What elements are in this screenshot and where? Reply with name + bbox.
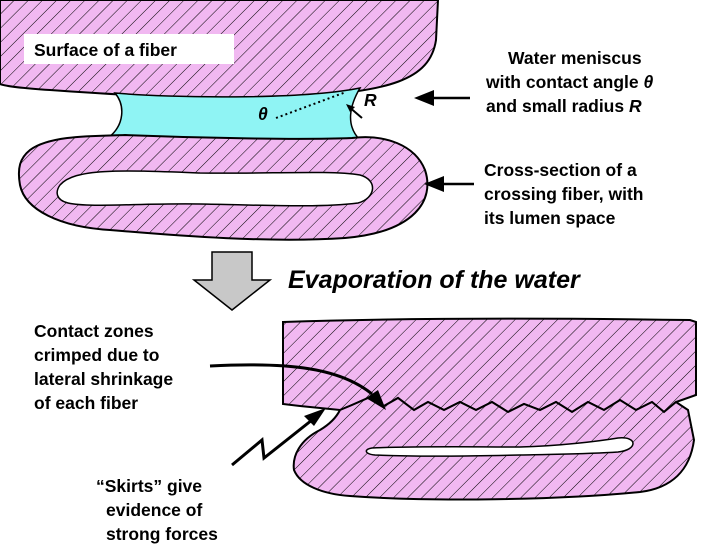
skirts-label-line-3: strong forces bbox=[106, 524, 218, 544]
contact-label-line-2: crimped due to bbox=[34, 345, 159, 365]
crossing-label-line-2: crossing fiber, with bbox=[484, 184, 643, 204]
skirts-label-line-2: evidence of bbox=[106, 500, 202, 520]
meniscus-radius-symbol: R bbox=[629, 96, 642, 116]
contact-label-line-3: lateral shrinkage bbox=[34, 369, 173, 389]
radius-symbol: R bbox=[364, 90, 377, 110]
contact-label-line-4: of each fiber bbox=[34, 393, 138, 413]
fiber-surface-label: Surface of a fiber bbox=[34, 40, 177, 60]
meniscus-label-line-3: and small radius R bbox=[486, 96, 642, 116]
meniscus-label-line-1: Water meniscus bbox=[508, 48, 642, 68]
meniscus-theta-symbol: θ bbox=[644, 72, 654, 92]
evaporation-heading: Evaporation of the water bbox=[288, 266, 581, 294]
skirts-label-line-1: “Skirts” give bbox=[96, 476, 202, 496]
meniscus-pointer-arrowhead bbox=[414, 90, 434, 106]
dried-upper-fiber bbox=[283, 319, 696, 412]
contact-label-line-1: Contact zones bbox=[34, 321, 154, 341]
lumen-space bbox=[57, 171, 372, 206]
evaporation-down-arrow bbox=[194, 252, 270, 310]
meniscus-label-line-2: with contact angle θ bbox=[485, 72, 654, 92]
crossing-label-line-1: Cross-section of a bbox=[484, 160, 637, 180]
crossing-label-line-3: its lumen space bbox=[484, 208, 616, 228]
theta-symbol: θ bbox=[258, 104, 268, 124]
